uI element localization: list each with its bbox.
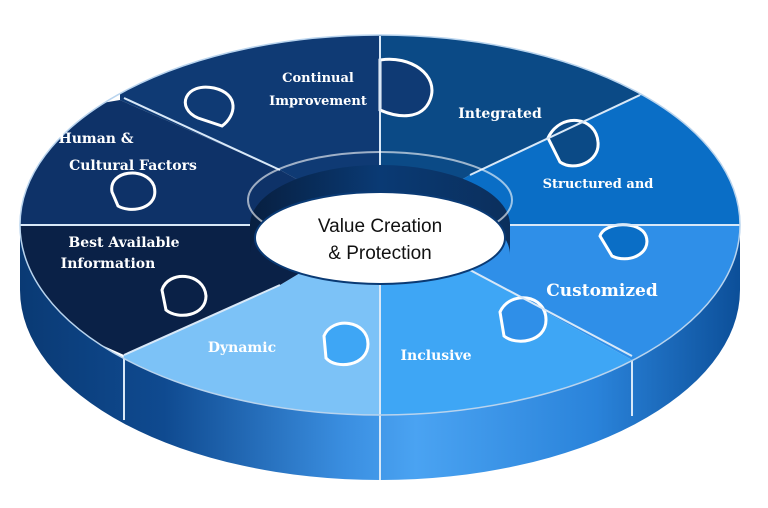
outer-rim [19,34,741,416]
label-human-line1: Human & [59,131,134,147]
label-continual-line2: Improvement [269,94,367,109]
label-structured: Structured and [543,177,654,192]
label-inclusive: Inclusive [401,348,472,364]
segment-dividers [20,36,740,415]
inner-hole-wall [250,165,510,255]
side-seams [123,355,633,480]
center-label-line1: Value Creation [318,216,442,237]
label-best-info-line2: Information [61,256,156,272]
center-ellipse [254,191,506,285]
puzzle-knobs [110,57,649,367]
ring-side-band [20,225,740,480]
center-label-line2: & Protection [328,243,432,264]
label-continual-line1: Continual [282,71,354,86]
label-customized: Customized [546,281,658,301]
label-integrated: Integrated [458,106,542,122]
label-human-line2: Cultural Factors [69,158,197,174]
label-dynamic: Dynamic [208,340,276,356]
label-best-info-line1: Best Available [68,235,179,251]
